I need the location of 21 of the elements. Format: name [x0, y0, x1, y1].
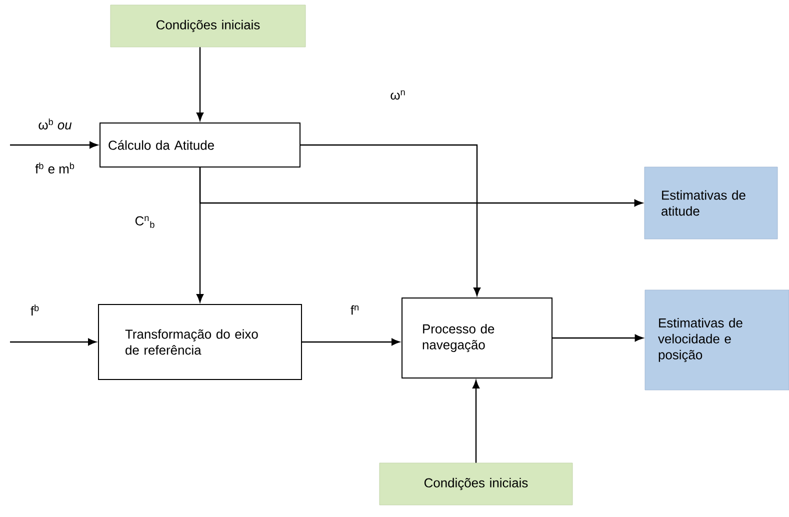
output-box: Estimativas de atitude — [644, 166, 778, 240]
edge-label: f$^{n}$ — [349, 304, 361, 316]
arrow — [10, 141, 98, 148]
output-box: Estimativas de velocidade e posição — [644, 290, 789, 390]
arrow — [10, 338, 96, 346]
process-box: Cálculo da Atitude — [100, 122, 300, 168]
arrow — [300, 144, 481, 296]
arrow — [199, 167, 643, 206]
arrow — [552, 334, 644, 342]
process-box: Processo de navegação — [402, 297, 552, 378]
signal-label: f$^{b}$ e m$^{b}$ — [35, 162, 74, 174]
edge-label: ω$^{n}$ — [389, 89, 407, 101]
edge-label: C$^{n}$b — [134, 215, 156, 229]
signal-label: ω$^{b}$ ou — [38, 118, 72, 130]
arrow — [472, 380, 480, 463]
condition-box: Condições iniciais — [379, 462, 573, 506]
process-box: Transformação do eixo de referência — [98, 304, 302, 380]
arrow — [302, 338, 400, 346]
condition-box: Condições iniciais — [110, 4, 306, 48]
arrow — [196, 47, 204, 121]
edge-label: f$^{b}$ — [29, 304, 41, 316]
